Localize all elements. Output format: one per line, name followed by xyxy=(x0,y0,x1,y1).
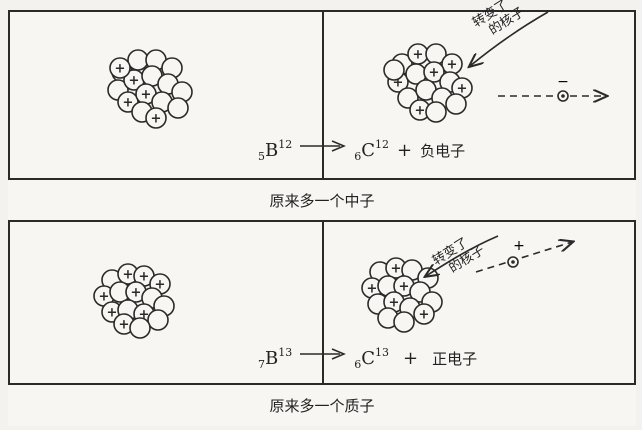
bottom-reactant-symbol: B xyxy=(265,348,279,369)
bottom-reaction-arrow xyxy=(300,348,347,360)
proton-plus-sign: + xyxy=(367,282,378,297)
bottom-reactant-mass-number: 13 xyxy=(278,346,293,359)
top-reaction-arrow xyxy=(300,140,347,152)
proton-plus-sign: + xyxy=(119,318,130,333)
top-emitted-particle-label: 负电子 xyxy=(420,142,466,160)
top-reactant-symbol: B xyxy=(265,140,279,161)
top-reactant-mass-number: 12 xyxy=(278,138,293,151)
top-reactant-atomic-number: 5 xyxy=(258,150,265,163)
proton-plus-sign: + xyxy=(115,62,126,77)
proton-plus-sign: + xyxy=(139,270,150,285)
bottom-product-mass-number: 13 xyxy=(375,346,390,359)
proton-plus-sign: + xyxy=(391,262,402,277)
top-product-atomic-number: 6 xyxy=(354,150,362,163)
proton-plus-sign: + xyxy=(415,104,426,119)
neutron xyxy=(383,59,405,81)
bottom-right-nucleus: +++++ xyxy=(361,257,443,333)
proton-plus-sign: + xyxy=(457,82,468,97)
neutron xyxy=(167,97,189,119)
proton-plus-sign: + xyxy=(99,290,110,305)
proton-plus-sign: + xyxy=(389,296,400,311)
neutron xyxy=(393,311,415,333)
bottom-panel-divider xyxy=(322,220,324,384)
top-plus-sign: + xyxy=(397,140,413,161)
proton-plus-sign: + xyxy=(155,278,166,293)
top-electron-charge: − xyxy=(557,74,569,90)
proton-plus-sign: + xyxy=(447,58,458,73)
bottom-caption-text: 原来多一个质子 xyxy=(269,397,375,415)
bottom-positron-charge: + xyxy=(513,238,525,254)
top-panel-caption: 原来多一个中子 xyxy=(8,178,636,220)
top-product-mass-number: 12 xyxy=(375,138,390,151)
bottom-emitted-particle-label: 正电子 xyxy=(432,350,478,368)
proton-plus-sign: + xyxy=(131,286,142,301)
proton-plus-sign: + xyxy=(107,306,118,321)
proton-plus-sign: + xyxy=(429,66,440,81)
proton-plus-sign: + xyxy=(393,76,404,91)
bottom-curved-arrow xyxy=(426,235,499,276)
bottom-left-nucleus: ++++++++ xyxy=(93,263,175,339)
top-product-symbol: C xyxy=(361,140,376,161)
bottom-equation: 7 B 13 6 C 13 + 正电子 xyxy=(258,346,478,371)
proton xyxy=(413,303,435,325)
proton-plus-sign: + xyxy=(413,48,424,63)
top-equation: 5 B 12 6 C 12 + 负电子 xyxy=(258,138,466,163)
bottom-product-symbol: C xyxy=(361,348,376,369)
top-right-nucleus: + + + + + + xyxy=(383,43,473,123)
bottom-emission-path xyxy=(475,242,572,273)
top-curved-arrow xyxy=(470,11,549,66)
bottom-panel-caption: 原来多一个质子 xyxy=(8,383,636,426)
proton xyxy=(423,61,445,83)
top-caption-text: 原来多一个中子 xyxy=(269,191,375,210)
neutron xyxy=(445,93,467,115)
top-panel-divider xyxy=(322,10,324,180)
proton xyxy=(145,107,167,129)
neutron xyxy=(147,309,169,331)
proton-plus-sign: + xyxy=(399,280,410,295)
neutron xyxy=(127,49,149,71)
proton-plus-sign: + xyxy=(151,112,162,127)
proton-plus-sign: + xyxy=(123,96,134,111)
proton-plus-sign: + xyxy=(141,88,152,103)
bottom-plus-sign: + xyxy=(403,348,419,369)
proton-plus-sign: + xyxy=(129,74,140,89)
bottom-reactant-atomic-number: 7 xyxy=(258,358,265,371)
top-left-nucleus: +++++ xyxy=(107,49,193,129)
proton xyxy=(109,57,131,79)
proton-plus-sign: + xyxy=(419,308,430,323)
neutron xyxy=(129,317,151,339)
bottom-product-atomic-number: 6 xyxy=(354,358,362,371)
proton-plus-sign: + xyxy=(139,308,150,323)
neutron xyxy=(425,101,447,123)
proton-plus-sign: + xyxy=(123,268,134,283)
